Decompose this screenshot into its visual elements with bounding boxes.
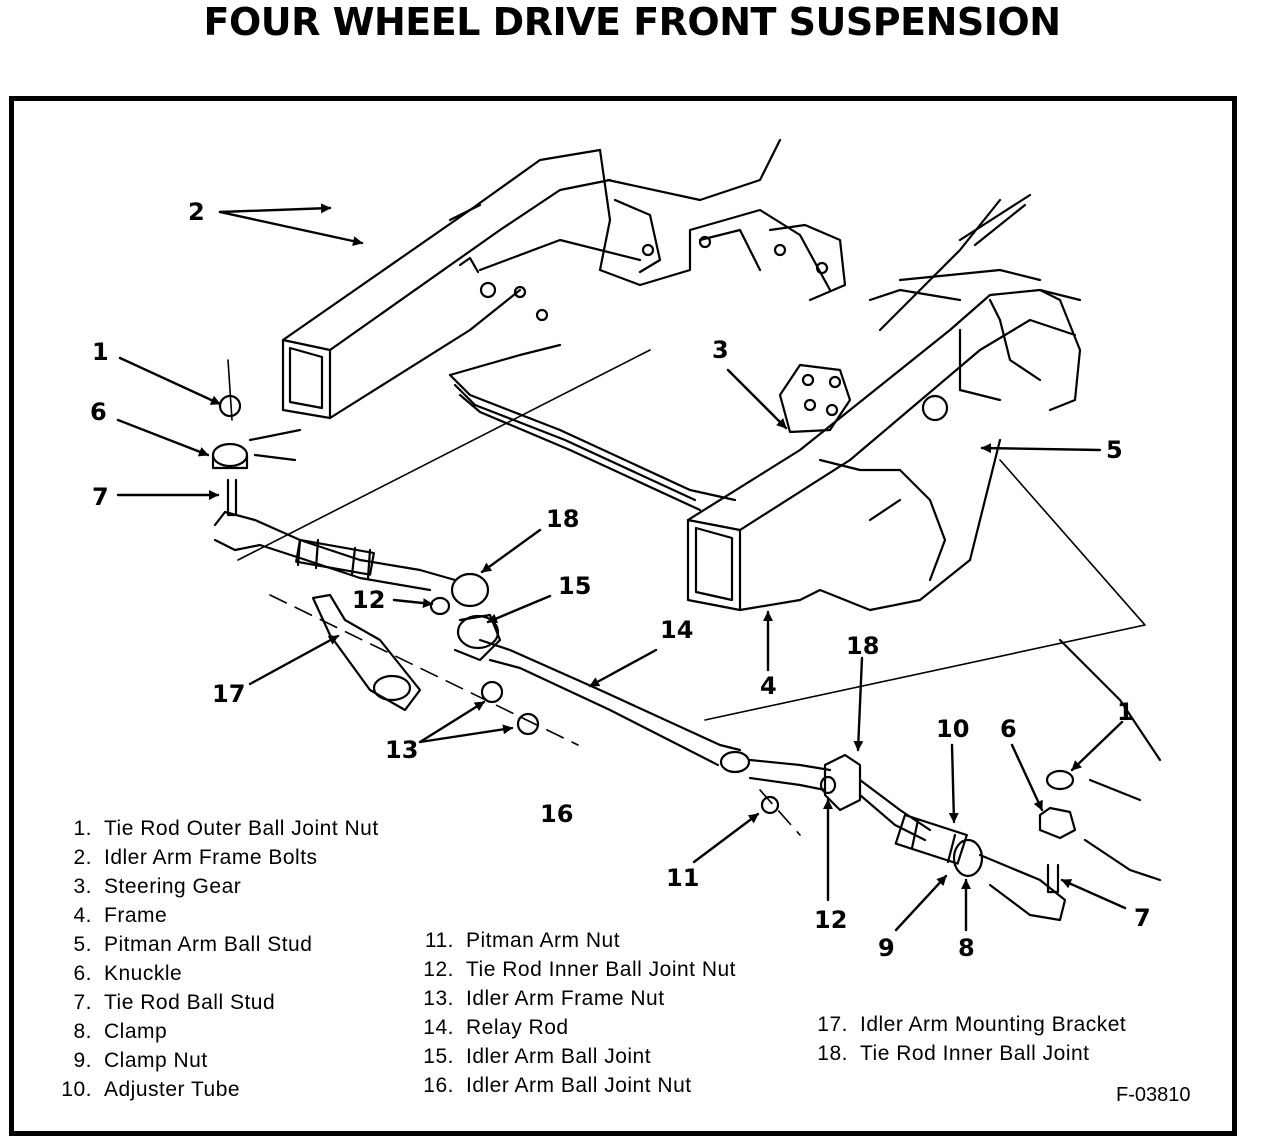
callout-arrows <box>116 203 1127 932</box>
legend-item: 14.Relay Rod <box>423 1016 569 1039</box>
legend-item: 5.Pitman Arm Ball Stud <box>73 933 313 956</box>
legend-item: 7.Tie Rod Ball Stud <box>73 991 276 1014</box>
legend-item: 3.Steering Gear <box>73 875 242 898</box>
callout-12-lower: 12 <box>814 906 847 934</box>
legend-item: 8.Clamp <box>73 1020 168 1043</box>
diagram-border <box>9 96 1237 1136</box>
callout-16: 16 <box>540 800 573 828</box>
callout-3: 3 <box>712 336 729 364</box>
callout-1-right: 1 <box>1117 698 1134 726</box>
steering-gear <box>778 193 1032 434</box>
callout-18-lower: 18 <box>846 632 879 660</box>
callout-8: 8 <box>958 934 975 962</box>
frame-rail-main <box>686 268 1082 612</box>
idler-arm <box>311 572 540 736</box>
legend-item: 1.Tie Rod Outer Ball Joint Nut <box>73 817 379 840</box>
callout-5: 5 <box>1106 436 1123 464</box>
callout-7-right: 7 <box>1134 904 1151 932</box>
legend-item: 9.Clamp Nut <box>73 1049 208 1072</box>
callout-6-right: 6 <box>1000 715 1017 743</box>
legend-item: 18.Tie Rod Inner Ball Joint <box>817 1042 1090 1065</box>
callout-1-left: 1 <box>92 338 109 366</box>
legend-item: 12.Tie Rod Inner Ball Joint Nut <box>423 958 737 981</box>
plane-outlines <box>227 349 1146 721</box>
right-tie-rod <box>748 638 1162 922</box>
legend-item: 13.Idler Arm Frame Nut <box>423 987 665 1010</box>
callout-9: 9 <box>878 934 895 962</box>
legend-column-1: 1.Tie Rod Outer Ball Joint Nut 2.Idler A… <box>58 814 379 1104</box>
skid-plate-rail <box>448 238 737 512</box>
figure-code: F-03810 <box>1116 1084 1191 1106</box>
frame-crossmember <box>598 138 847 302</box>
diagram-title: FOUR WHEEL DRIVE FRONT SUSPENSION <box>203 0 1061 44</box>
callout-14: 14 <box>660 616 693 644</box>
legend-column-2: 11.Pitman Arm Nut 12.Tie Rod Inner Ball … <box>418 926 736 1100</box>
callout-4: 4 <box>760 672 777 700</box>
legend-item: 4.Frame <box>73 904 168 927</box>
frame-lower-housing <box>818 458 947 582</box>
legend-item: 2.Idler Arm Frame Bolts <box>73 846 318 869</box>
callout-15: 15 <box>558 572 591 600</box>
callout-7-left: 7 <box>92 483 109 511</box>
callout-18-upper: 18 <box>546 505 579 533</box>
legend-column-3: 17.Idler Arm Mounting Bracket 18.Tie Rod… <box>812 1010 1126 1068</box>
legend-item: 11.Pitman Arm Nut <box>424 929 621 952</box>
frame-rail-left <box>281 148 612 420</box>
legend-item: 16.Idler Arm Ball Joint Nut <box>423 1074 692 1097</box>
callout-17: 17 <box>212 680 245 708</box>
callout-12-upper: 12 <box>352 586 385 614</box>
legend-item: 6.Knuckle <box>73 962 183 985</box>
relay-rod <box>478 638 780 815</box>
legend-item: 17.Idler Arm Mounting Bracket <box>817 1013 1127 1036</box>
callout-6-left: 6 <box>90 398 107 426</box>
guide-lines <box>269 594 801 836</box>
callout-13: 13 <box>385 736 418 764</box>
legend-item: 15.Idler Arm Ball Joint <box>423 1045 652 1068</box>
callout-10: 10 <box>936 715 969 743</box>
legend-item: 10.Adjuster Tube <box>61 1078 241 1101</box>
callout-11: 11 <box>666 864 699 892</box>
callout-2: 2 <box>188 198 205 226</box>
left-tie-rod <box>211 394 457 592</box>
